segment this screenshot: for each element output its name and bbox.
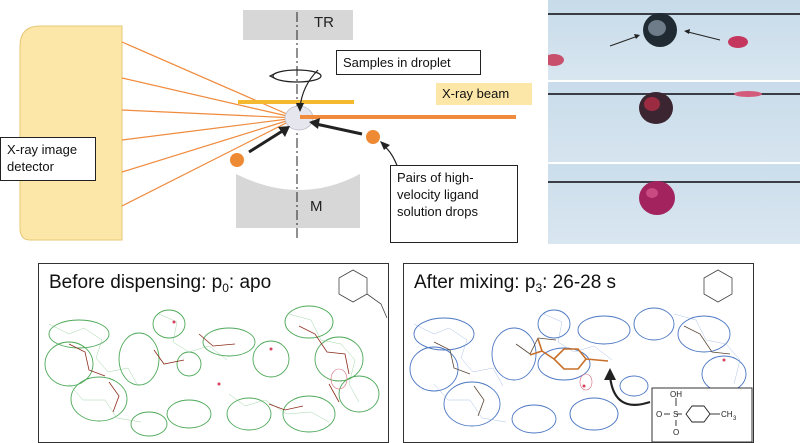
bound-ligand — [529, 338, 609, 370]
title-prefix: After mixing: p — [414, 272, 536, 293]
incoming-drop-right — [728, 36, 748, 48]
droplet-photo-3 — [548, 164, 800, 244]
ligand-callout-arrow — [608, 375, 651, 406]
ch3-text: CH — [721, 410, 733, 419]
oh-text: OH — [670, 390, 682, 399]
green-density-map — [44, 269, 388, 437]
detector-panel — [19, 25, 123, 241]
title-subscript: 0 — [222, 281, 229, 295]
ligand-drop-left — [230, 153, 244, 167]
photo-1-scene — [548, 13, 800, 66]
sample-holder-plate — [238, 100, 354, 104]
tr-label: TR — [314, 14, 334, 31]
panel-before-dispensing: Before dispensing: p0: apo — [38, 263, 389, 443]
title-suffix: : 26-28 s — [542, 272, 617, 293]
diffraction-rays — [121, 41, 297, 207]
o-left-text: O — [656, 410, 662, 419]
rotation-arrow — [272, 69, 322, 83]
m-label: M — [310, 198, 323, 215]
m-cup — [236, 174, 360, 228]
structure-box — [651, 387, 753, 442]
before-panel-title: Before dispensing: p0: apo — [49, 272, 271, 295]
after-panel-title: After mixing: p3: 26-28 s — [414, 272, 616, 295]
droplet-photo-2 — [548, 82, 800, 162]
ligand-drop-right — [366, 130, 380, 144]
photo-3-scene — [548, 181, 800, 215]
xray-beam-label: X-ray beam — [436, 83, 532, 105]
o-bottom-text: O — [673, 428, 679, 437]
incoming-drop-left — [548, 54, 564, 66]
s-text: S — [673, 410, 678, 419]
droplet — [639, 181, 675, 215]
blue-density-map: OH O S O CH 3 — [409, 269, 753, 442]
tr-block — [243, 10, 353, 40]
title-subscript: 3 — [535, 281, 543, 295]
photo-2-scene — [548, 91, 800, 124]
title-suffix: : apo — [228, 272, 272, 293]
panel-after-mixing: OH O S O CH 3 After mixing: p3: 26-28 s — [403, 263, 754, 443]
drop-arrow-left — [248, 128, 285, 154]
samples-in-droplet-label: Samples in droplet — [336, 50, 481, 75]
drop-arrow-right — [315, 122, 363, 136]
title-prefix: Before dispensing: p — [49, 272, 223, 293]
ch3-sub-text: 3 — [733, 416, 737, 422]
droplet-photo-1 — [548, 0, 800, 80]
detector-label: X-ray image detector — [0, 137, 96, 181]
schematic-diagram — [19, 10, 516, 241]
ligand-drops-label: Pairs of high-velocity ligand solution d… — [390, 165, 518, 243]
